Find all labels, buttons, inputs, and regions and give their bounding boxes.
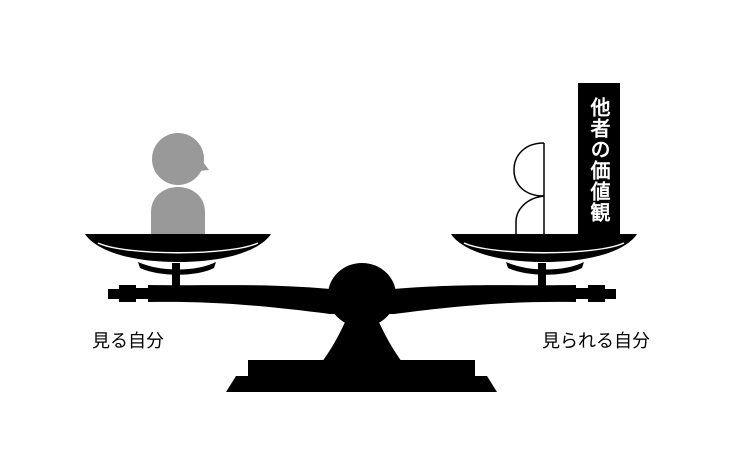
scale-base: [226, 360, 497, 392]
right-beam-end: [575, 285, 616, 302]
others-values-tag: 他者の価値観: [578, 83, 620, 237]
person-icon: [151, 133, 209, 237]
scale-fulcrum: [328, 263, 396, 327]
right-caption: 見られる自分: [542, 331, 650, 352]
person-outline-icon: [513, 142, 545, 237]
left-beam-end: [108, 285, 149, 302]
left-scale-pan: [85, 234, 271, 262]
right-scale-pan: [451, 234, 637, 262]
left-pan-support: [138, 262, 216, 287]
left-caption: 見る自分: [92, 331, 164, 352]
right-pan-support: [506, 262, 584, 287]
scale-pillar: [322, 300, 402, 362]
